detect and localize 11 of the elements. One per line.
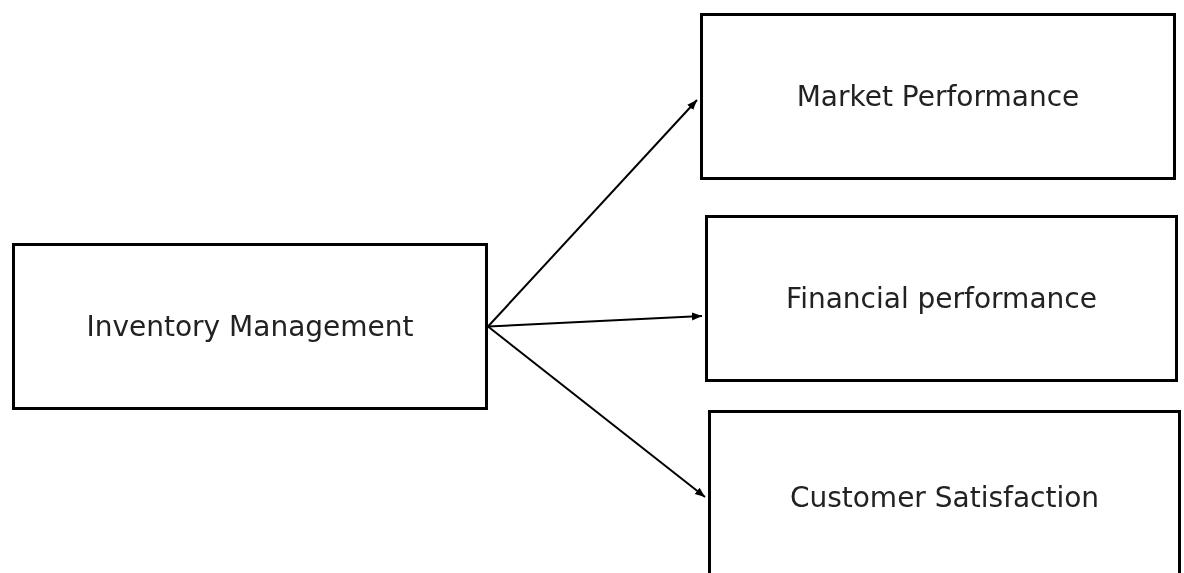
- process-box: [708, 410, 1181, 573]
- arrow: [487, 99, 698, 328]
- process-box: [12, 243, 488, 410]
- process-box: [700, 13, 1176, 180]
- node-label: Inventory Management: [86, 310, 414, 343]
- process-box: [705, 215, 1178, 382]
- node-label: Customer Satisfaction: [789, 481, 1100, 514]
- arrow: [487, 312, 703, 328]
- node-label: Financial performance: [786, 282, 1097, 315]
- arrow: [487, 325, 706, 498]
- node-label: Market Performance: [796, 80, 1080, 113]
